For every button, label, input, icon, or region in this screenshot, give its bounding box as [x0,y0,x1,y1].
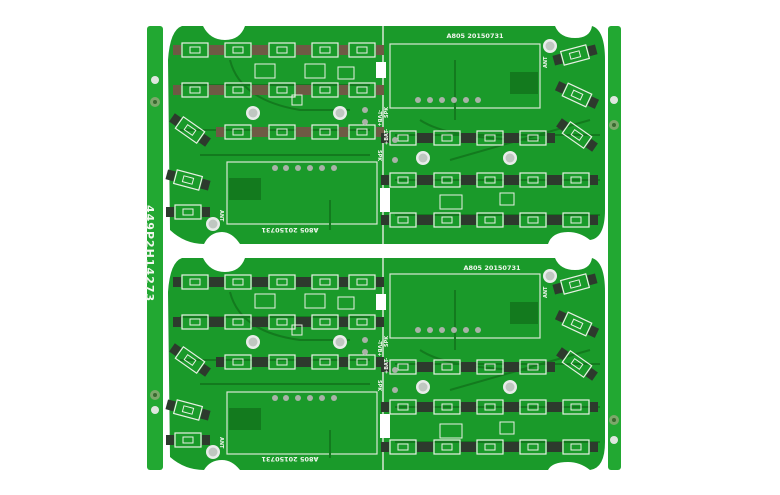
bottom-spk-left: SPK [376,380,382,392]
top-board-left-label: A805 20150731 [261,226,319,234]
bottom-spk-right: SPK [384,335,390,347]
right-rail [608,26,621,470]
panel-id-label: 449P2H14273 [143,205,156,302]
top-ant-right: ANT [543,56,549,68]
bottom-tvb-label: -TVB+ [376,340,382,357]
bottom-board-right-label: A805 20150731 [463,264,521,272]
top-tvb-label: -TVB+ [376,110,382,127]
bottom-ant-left: ANT [218,437,224,449]
top-bat-label: +BAT- [384,129,390,145]
top-ant-left: ANT [218,210,224,222]
bottom-bat-label: +BAT- [384,358,390,374]
left-rail [147,26,163,470]
bottom-board: A805 20150731 A805 20150731 ANT -TVB+ SP… [164,258,605,470]
top-spk-left: SPK [376,150,382,162]
top-spk-right: SPK [384,106,390,118]
top-board: A805 20150731 A805 20150731 ANT -TVB+ SP… [164,26,605,244]
top-board-right-label: A805 20150731 [446,32,504,40]
bottom-board-left-label: A805 20150731 [261,455,319,463]
bottom-ant-right: ANT [543,286,549,298]
